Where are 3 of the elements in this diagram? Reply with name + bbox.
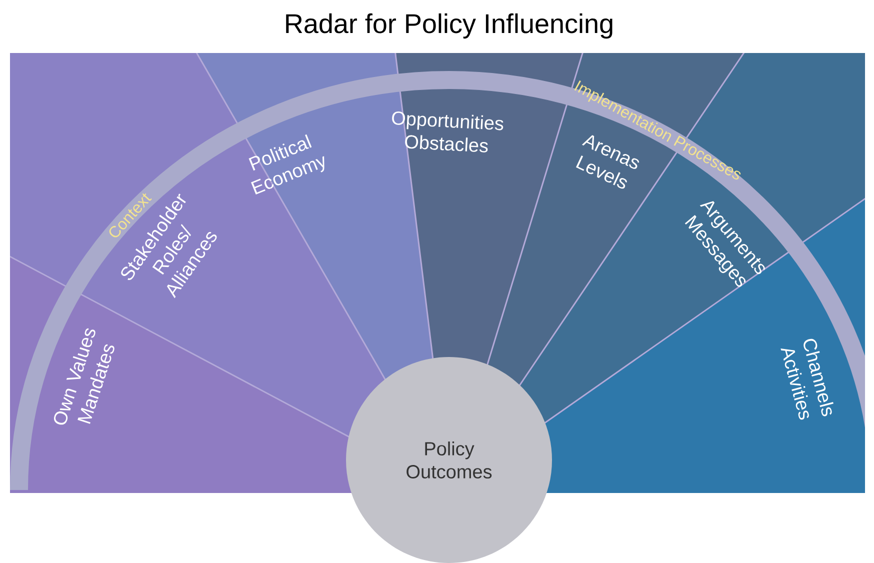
sector-label: Opportunities Obstacles: [392, 111, 504, 152]
diagram-title: Radar for Policy Influencing: [286, 13, 612, 39]
sector-label: Channels Activities: [780, 338, 834, 420]
